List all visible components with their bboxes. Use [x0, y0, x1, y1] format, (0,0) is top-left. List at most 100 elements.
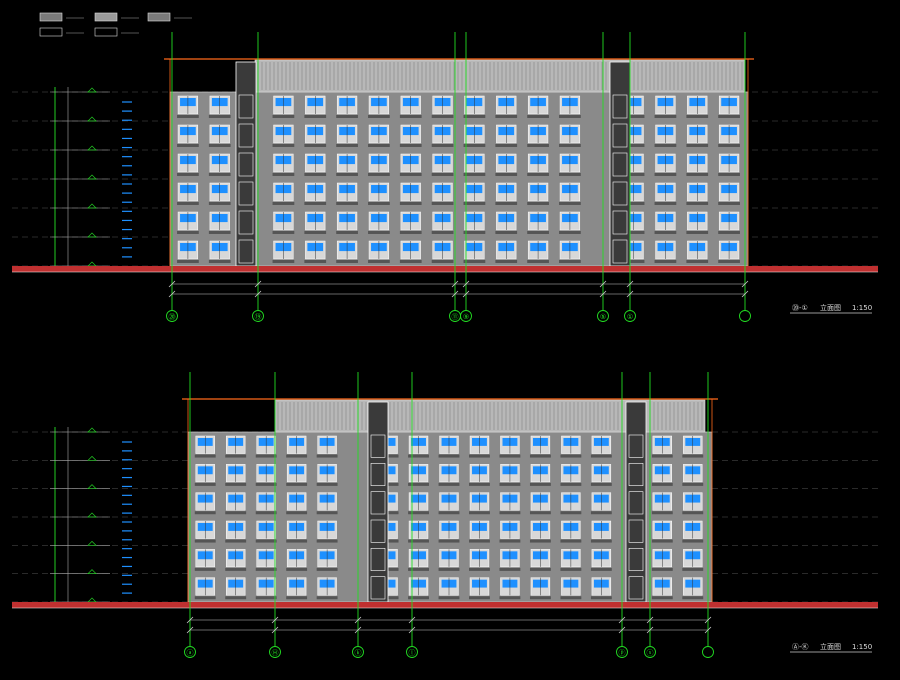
dimension-tick — [618, 616, 626, 624]
stair-window — [238, 239, 254, 264]
window-sill — [463, 172, 486, 176]
window-sill — [177, 143, 199, 147]
window-sill — [272, 230, 295, 234]
material-legend — [39, 12, 192, 37]
elevation-title-tag: ⑳-① — [792, 304, 808, 312]
window-sill — [654, 230, 677, 234]
window-sill — [177, 230, 199, 234]
level-marker — [87, 540, 97, 546]
stair-window — [628, 463, 644, 486]
window-sill — [194, 539, 216, 543]
window-sill — [272, 201, 295, 205]
window-sill — [399, 172, 422, 176]
window-sill — [408, 482, 429, 486]
window-sill — [225, 596, 247, 600]
window-sill — [399, 230, 422, 234]
dimension-tick — [254, 280, 262, 288]
grid-axis-bubble — [624, 310, 636, 322]
window-sill — [272, 114, 295, 118]
level-marker — [87, 484, 97, 490]
window-sill — [286, 539, 308, 543]
grid-axis-label: ⓛ — [409, 649, 416, 657]
grid-axis-bubble — [252, 310, 264, 322]
window-sill — [194, 596, 216, 600]
window-sill — [255, 482, 277, 486]
dimension-tick — [408, 616, 416, 624]
window-sill — [368, 201, 390, 205]
window-sill — [682, 454, 704, 458]
window-sill — [208, 201, 231, 205]
window-sill — [208, 259, 231, 263]
stair-window — [238, 123, 254, 148]
window-sill — [438, 482, 460, 486]
window-sill — [431, 259, 454, 263]
grid-axis-bubble — [352, 646, 364, 658]
stair-window — [370, 576, 386, 600]
window-sill — [225, 567, 247, 571]
window-sill — [255, 596, 277, 600]
window-sill — [560, 539, 582, 543]
grid-axis-label: ⑨ — [463, 313, 469, 321]
window-sill — [469, 482, 490, 486]
window-sill — [682, 511, 704, 515]
grid-axis-bubble — [644, 646, 656, 658]
window-sill — [399, 143, 422, 147]
window-sill — [316, 567, 338, 571]
window-sill — [225, 482, 247, 486]
window-sill — [590, 567, 612, 571]
dimension-tick — [408, 626, 416, 634]
window-sill — [408, 539, 429, 543]
window-sill — [527, 259, 549, 263]
window-sill — [463, 259, 486, 263]
window-sill — [495, 259, 518, 263]
window-sill — [431, 143, 454, 147]
window-sill — [194, 454, 216, 458]
stair-window — [370, 519, 386, 543]
window-sill — [495, 230, 518, 234]
window-sill — [499, 482, 521, 486]
level-marker — [87, 427, 97, 433]
stair-window — [628, 519, 644, 543]
window-sill — [194, 567, 216, 571]
stair-window — [370, 463, 386, 486]
window-sill — [560, 482, 582, 486]
window-sill — [208, 230, 231, 234]
window-sill — [255, 511, 277, 515]
elevation-title-text: 立面图 — [820, 303, 841, 312]
window-sill — [286, 511, 308, 515]
window-sill — [654, 201, 677, 205]
legend-swatch-grey-hatch — [39, 12, 63, 22]
level-marker — [87, 455, 97, 461]
window-sill — [225, 539, 247, 543]
window-sill — [431, 230, 454, 234]
window-sill — [559, 172, 581, 176]
window-sill — [399, 201, 422, 205]
window-sill — [431, 172, 454, 176]
dimension-tick — [704, 616, 712, 624]
dimension-tick — [462, 280, 470, 288]
grid-axis-label: ① — [627, 313, 633, 321]
dimension-tick — [599, 280, 607, 288]
window-sill — [622, 172, 645, 176]
ground-line — [12, 602, 878, 608]
window-sill — [286, 567, 308, 571]
window-sill — [527, 172, 549, 176]
window-sill — [469, 539, 490, 543]
window-sill — [255, 539, 277, 543]
level-marker — [87, 116, 97, 122]
window-sill — [272, 172, 295, 176]
window-sill — [527, 114, 549, 118]
window-sill — [559, 114, 581, 118]
dimension-tick — [186, 616, 194, 624]
window-sill — [686, 172, 709, 176]
window-sill — [559, 259, 581, 263]
window-sill — [368, 143, 390, 147]
stair-window — [612, 239, 628, 264]
elevation-scale: 1:150 — [852, 643, 872, 651]
dimension-tick — [168, 290, 176, 298]
window-sill — [559, 201, 581, 205]
level-marker — [87, 87, 97, 93]
